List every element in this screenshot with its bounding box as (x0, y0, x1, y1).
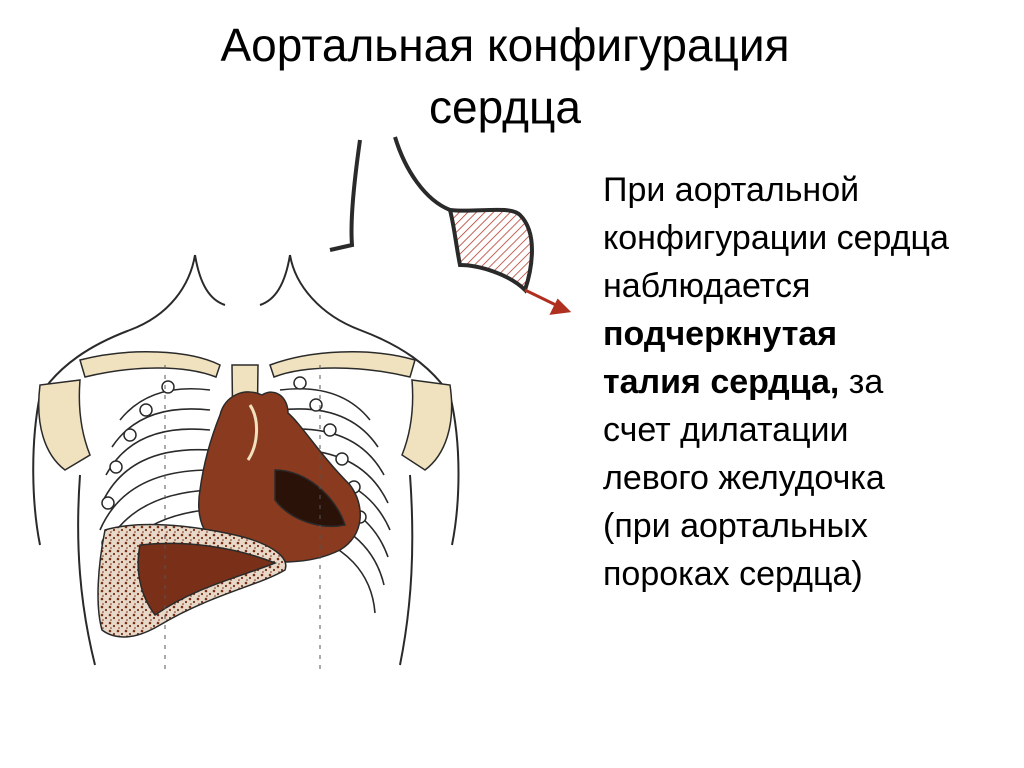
title-line-1: Аортальная конфигурация (220, 19, 790, 71)
emphasis-text-2: талия сердца, (603, 363, 840, 401)
slide-title: Аортальная конфигурация сердца (0, 14, 1010, 138)
title-line-2: сердца (429, 81, 581, 133)
description-line-2: конфигурации сердца (603, 219, 949, 257)
description-line-1: При аортальной (603, 171, 860, 209)
description-line-6: счет дилатации (603, 411, 849, 449)
description-line-3: наблюдается (603, 267, 811, 305)
liver (97, 523, 287, 638)
description-line-5: талия сердца, за (603, 358, 1013, 406)
heart-waist-detail (329, 136, 534, 294)
description-text: При аортальной конфигурации сердца наблю… (603, 166, 1013, 598)
description-line-5-rest: за (839, 363, 884, 401)
description-line-9: пороках сердца) (603, 555, 863, 593)
description-line-7: левого желудочка (603, 459, 885, 497)
chest-heart-illustration (32, 136, 572, 675)
torso-outline (32, 254, 460, 666)
description-line-4: подчеркнутая (603, 310, 1013, 358)
arrow-icon (524, 288, 572, 315)
heart (198, 391, 361, 563)
description-line-8: (при аортальных (603, 507, 868, 545)
guide-lines (164, 365, 321, 675)
clavicles (38, 351, 453, 471)
emphasis-text-1: подчеркнутая (603, 315, 838, 353)
neck (194, 254, 291, 306)
rib-markers (101, 376, 367, 550)
